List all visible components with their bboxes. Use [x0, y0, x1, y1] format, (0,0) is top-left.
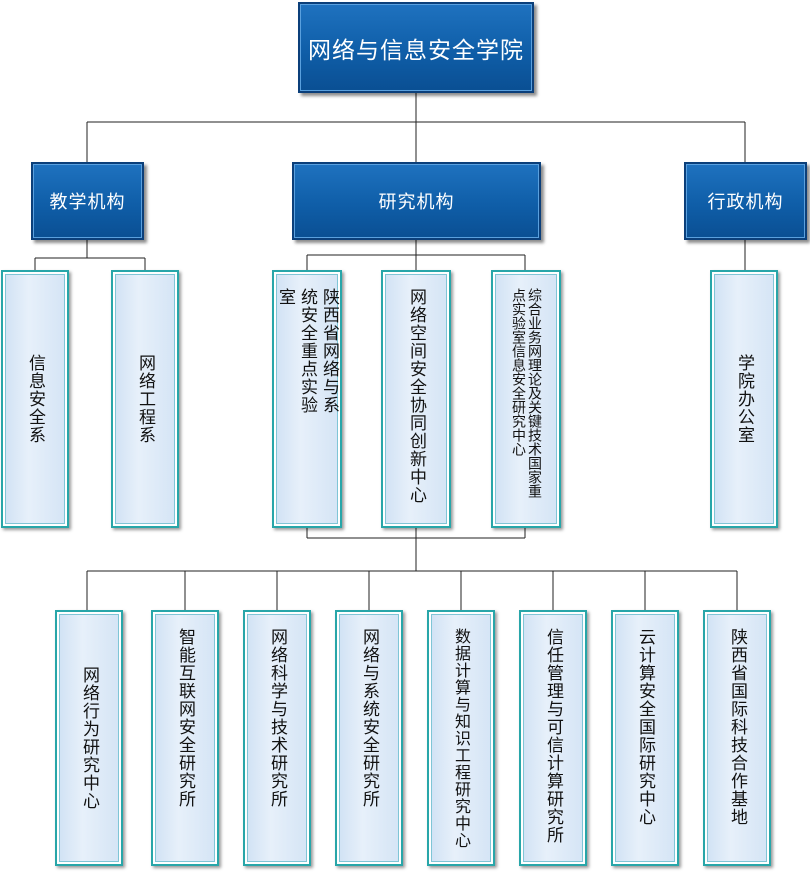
research-lab-label: 陕西省网络与系统安全重点实验室	[275, 288, 339, 414]
research-center: 网络科学与技术研究所	[243, 610, 311, 866]
research-center-label: 信任管理与可信计算研究所	[543, 628, 563, 844]
category-teaching-label: 教学机构	[49, 192, 126, 213]
category-admin: 行政机构	[684, 162, 807, 240]
research-lab: 陕西省网络与系统安全重点实验室	[272, 270, 342, 528]
teaching-unit: 信息安全系	[1, 270, 69, 528]
research-center-label: 云计算安全国际研究中心	[635, 628, 655, 826]
category-research: 研究机构	[292, 162, 541, 240]
research-center-label: 智能互联网安全研究所	[175, 628, 195, 808]
research-lab-label: 综合业务网理论及关键技术国家重点实验室信息安全研究中心	[510, 288, 542, 498]
root-node: 网络与信息安全学院	[298, 2, 534, 93]
research-center: 网络与系统安全研究所	[335, 610, 403, 866]
research-lab: 网络空间安全协同创新中心	[381, 270, 451, 528]
root-title: 网络与信息安全学院	[308, 37, 524, 64]
research-center: 网络行为研究中心	[55, 610, 123, 866]
research-lab: 综合业务网理论及关键技术国家重点实验室信息安全研究中心	[491, 270, 561, 528]
research-center-label: 网络与系统安全研究所	[359, 628, 379, 808]
research-center: 智能互联网安全研究所	[151, 610, 219, 866]
admin-unit: 学院办公室	[710, 270, 778, 528]
research-center-label: 数据计算与知识工程研究中心	[452, 628, 471, 849]
research-center-label: 网络行为研究中心	[79, 666, 99, 810]
research-center: 信任管理与可信计算研究所	[519, 610, 587, 866]
category-teaching: 教学机构	[31, 162, 144, 240]
teaching-unit: 网络工程系	[111, 270, 179, 528]
admin-unit-label: 学院办公室	[734, 354, 754, 444]
research-center-label: 网络科学与技术研究所	[267, 628, 287, 808]
research-lab-label: 网络空间安全协同创新中心	[406, 288, 426, 504]
research-center: 云计算安全国际研究中心	[611, 610, 679, 866]
teaching-unit-label: 信息安全系	[25, 354, 45, 444]
category-admin-label: 行政机构	[707, 192, 784, 213]
research-center: 数据计算与知识工程研究中心	[427, 610, 495, 866]
teaching-unit-label: 网络工程系	[135, 354, 155, 444]
research-center-label: 陕西省国际科技合作基地	[727, 628, 747, 826]
research-center: 陕西省国际科技合作基地	[703, 610, 771, 866]
category-research-label: 研究机构	[378, 192, 455, 213]
